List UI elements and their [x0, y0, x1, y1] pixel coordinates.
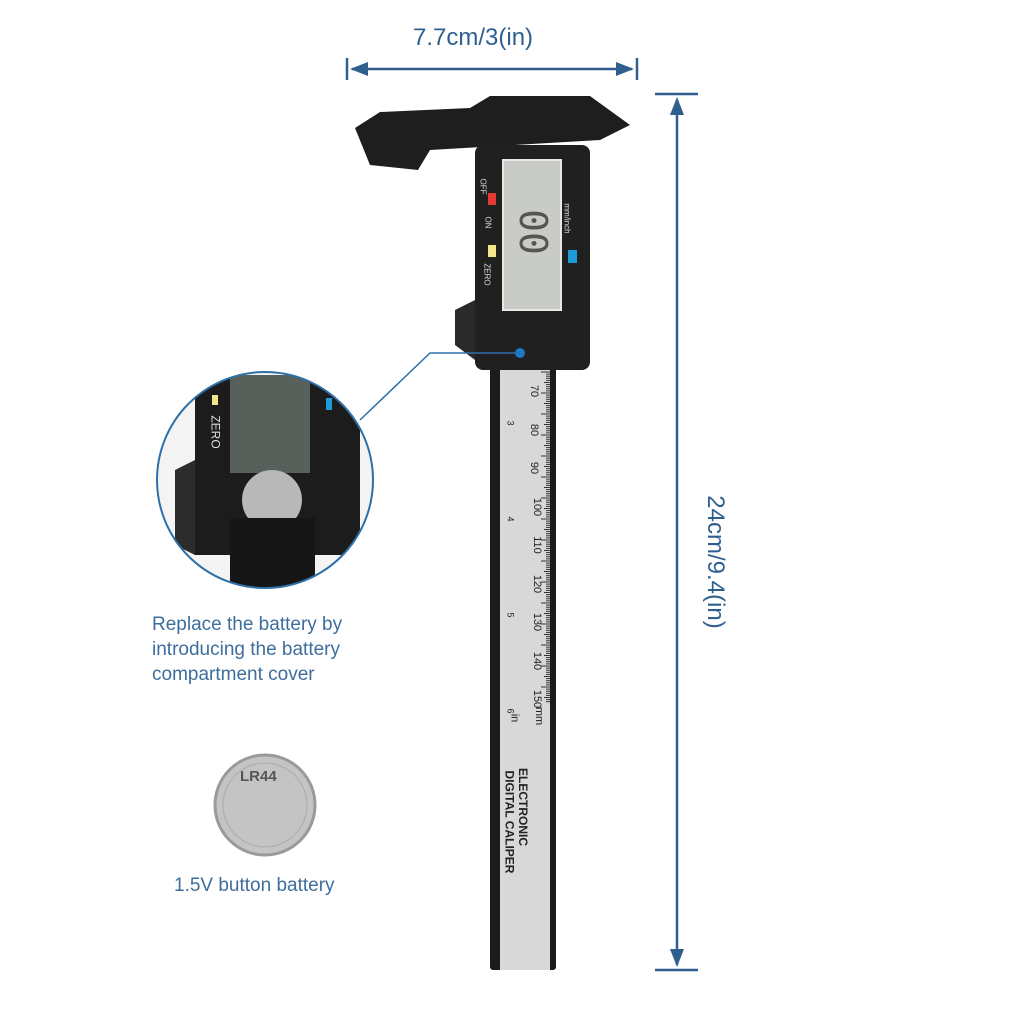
scale-in-label: 5 — [505, 612, 516, 618]
scale-mm-label: 70 — [528, 384, 541, 398]
scale-mm-label: 90 — [528, 461, 541, 475]
zero-button — [488, 245, 496, 257]
scale-mm-label: 150 — [531, 689, 544, 709]
unit-button — [568, 250, 577, 263]
brand-line-1: ELECTRONIC — [516, 768, 530, 846]
width-dimension-arrow — [345, 58, 639, 80]
lr44-battery — [213, 753, 317, 857]
length-dimension-arrow — [655, 92, 698, 972]
zero-label: ZERO — [482, 263, 492, 286]
scale-mm-label: 140 — [531, 651, 544, 670]
length-label: 24cm/9.4(in) — [702, 495, 729, 629]
unit-mm-label: mm — [533, 706, 546, 726]
width-label: 7.7cm/3(in) — [413, 24, 534, 51]
lcd-reading: 00 — [510, 209, 555, 255]
unit-label: mm/inch — [562, 203, 572, 234]
thumb-wheel — [455, 300, 475, 360]
off-label: OFF — [478, 178, 488, 195]
scale-mm-label: 100 — [531, 497, 544, 516]
caliper-scale — [500, 365, 550, 970]
lcd-screen — [502, 159, 562, 311]
inset-zero-label: ZERO — [208, 415, 223, 449]
scale-mm-label: 130 — [531, 612, 544, 632]
scale-mm-label: 80 — [528, 423, 541, 436]
upper-jaw — [355, 96, 630, 170]
battery-replacement-caption: Replace the battery by introducing the b… — [152, 614, 343, 685]
scale-in-label: 4 — [505, 516, 516, 522]
scale-in-label: 3 — [505, 420, 516, 426]
battery-compartment-inset — [157, 372, 373, 588]
brand-line-2: DIGITAL CALIPER — [502, 770, 517, 874]
battery-caption: 1.5V button battery — [174, 875, 335, 896]
unit-in-label: in — [508, 713, 521, 723]
callout-line — [359, 352, 520, 421]
battery-marking: LR44 — [240, 768, 277, 785]
on-label: ON — [483, 216, 493, 229]
scale-mm-label: 110 — [530, 536, 543, 554]
inset-border — [156, 371, 374, 589]
off-on-button — [488, 193, 496, 205]
scale-mm-label: 120 — [531, 574, 544, 593]
